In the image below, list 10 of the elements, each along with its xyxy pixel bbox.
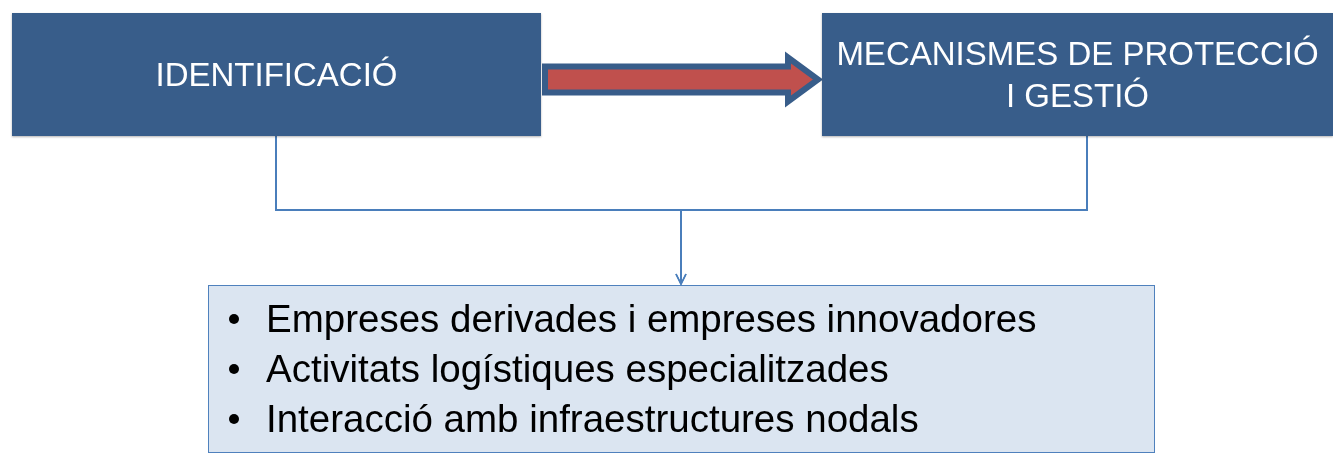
list-item: Interacció amb infraestructures nodals [266, 397, 919, 441]
list-item: Empreses derivades i empreses innovadores [266, 297, 1037, 341]
box-title: IDENTIFICACIÓ [154, 54, 399, 95]
process-box [12, 13, 541, 136]
block-arrow [542, 51, 824, 108]
connector-arrow [675, 135, 1088, 285]
bullet-list-box [208, 285, 1155, 453]
box-title: MECANISMES DE PROTECCIÓ I GESTIÓ [835, 34, 1320, 116]
process-box [822, 13, 1333, 136]
list-item: Activitats logístiques especialitzades [266, 347, 889, 391]
